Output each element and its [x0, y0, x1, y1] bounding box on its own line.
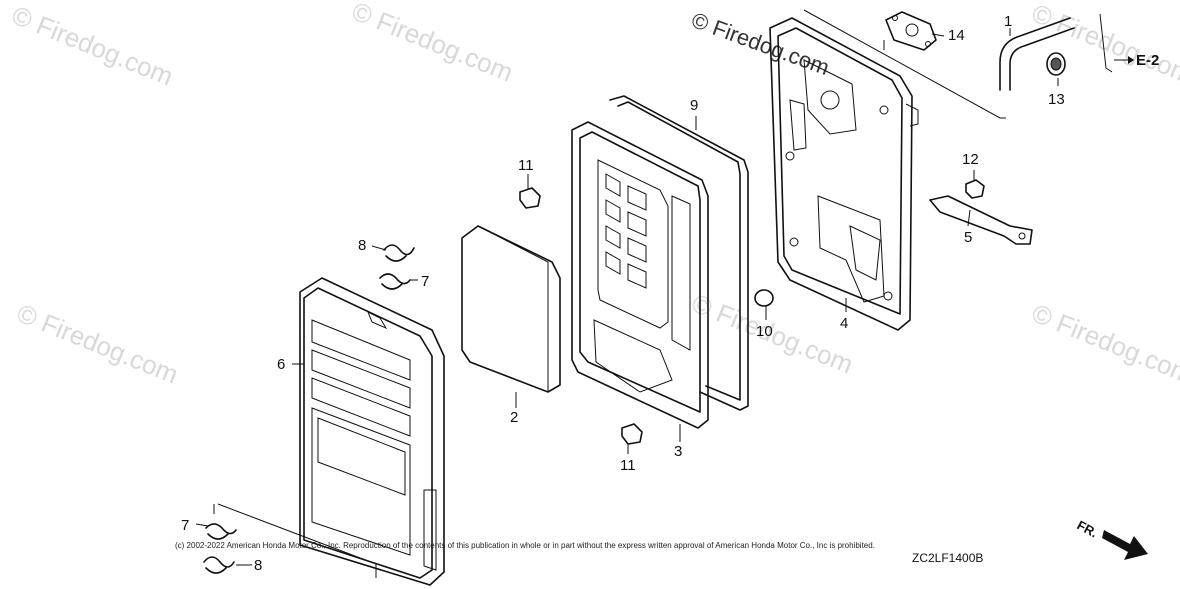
watermark-1: © Firedog.com — [8, 0, 178, 92]
part-8-clip-upper — [383, 244, 415, 262]
front-direction-marker: FR. — [1075, 517, 1148, 560]
part-8-clip-lower — [203, 556, 235, 574]
part-11-nut-upper — [519, 187, 541, 209]
watermark-6: © Firedog.com — [1028, 298, 1180, 390]
watermark-2: © Firedog.com — [348, 0, 518, 88]
reference-marker: E-2 — [1114, 52, 1159, 69]
callout-10: 10 — [756, 323, 773, 340]
callout-1: 1 — [1004, 13, 1012, 30]
part-10-collar — [754, 289, 774, 307]
callout-14: 14 — [948, 27, 965, 44]
part-12-nut — [965, 179, 985, 199]
callout-labels: 1 14 13 12 5 4 9 10 11 11 2 3 6 8 7 7 8 — [181, 13, 1065, 574]
callout-4: 4 — [840, 315, 848, 332]
callout-12: 12 — [962, 151, 979, 168]
front-direction-label: FR. — [1075, 517, 1101, 540]
callout-5: 5 — [964, 229, 972, 246]
callout-13: 13 — [1048, 91, 1065, 108]
header-watermark: © Firedog.com — [688, 7, 832, 80]
diagram-code: ZC2LF1400B — [912, 551, 983, 565]
part-6-air-cleaner-cover — [299, 277, 445, 586]
watermark-layer: © Firedog.com © Firedog.com © Firedog.co… — [8, 0, 1180, 390]
part-11-nut-lower — [621, 423, 643, 445]
callout-6: 6 — [277, 356, 285, 373]
part-3-element-holder — [571, 121, 709, 429]
part-4-air-cleaner-base — [769, 17, 919, 331]
part-9-gasket — [609, 95, 749, 411]
callout-7-lower: 7 — [181, 517, 189, 534]
reference-label: E-2 — [1136, 52, 1159, 69]
leader-lines — [195, 9, 1113, 578]
part-7-clip-upper — [379, 273, 411, 290]
callout-8-lower: 8 — [254, 557, 262, 574]
callout-3: 3 — [674, 443, 682, 460]
part-2-foam-element — [461, 225, 561, 393]
callout-11-lower: 11 — [620, 457, 636, 474]
callout-2: 2 — [510, 409, 518, 426]
part-7-clip-lower — [205, 523, 237, 540]
callout-8-upper: 8 — [358, 237, 366, 254]
part-5-stay — [929, 195, 1033, 245]
watermark-4: © Firedog.com — [13, 298, 183, 390]
part-13-grommet — [1046, 52, 1066, 76]
callout-11-upper: 11 — [518, 157, 534, 174]
callout-7-upper: 7 — [421, 273, 429, 290]
part-1-breather-tube — [999, 17, 1075, 91]
callout-9: 9 — [690, 97, 698, 114]
part-14-gasket — [885, 11, 937, 51]
copyright-notice: (c) 2002-2022 American Honda Motor Co., … — [175, 541, 875, 550]
